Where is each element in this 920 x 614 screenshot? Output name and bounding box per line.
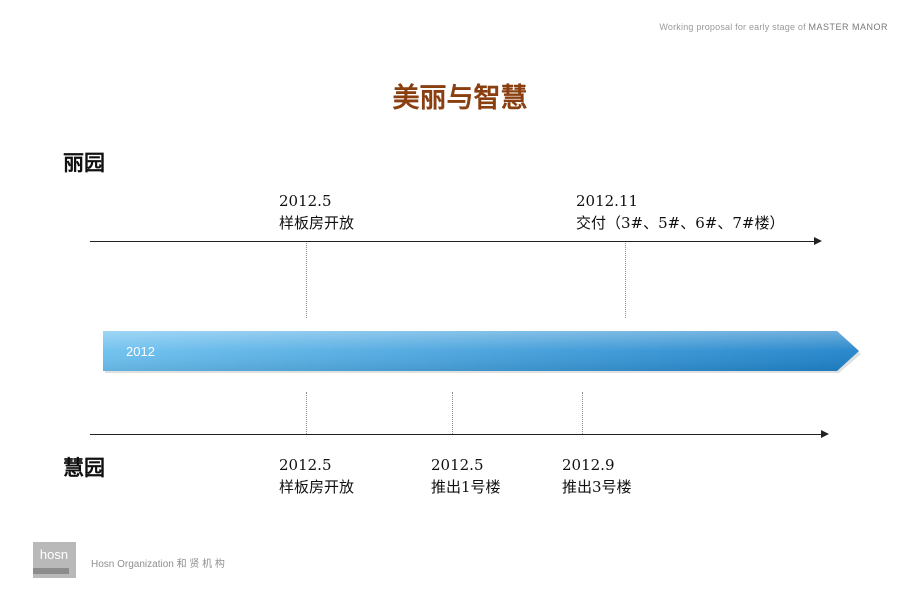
huiyuan-event-1: 2012.5 样板房开放 (279, 454, 354, 498)
year-bar (103, 331, 861, 374)
huiyuan-tick-2 (452, 392, 453, 434)
liyuan-timeline-axis (90, 241, 815, 242)
liyuan-label: 丽园 (63, 151, 105, 175)
huiyuan-timeline-axis (90, 434, 822, 435)
logo-text: hosn (40, 547, 68, 562)
event-text: 推出1号楼 (431, 478, 501, 496)
arrow-right-icon (821, 430, 829, 438)
huiyuan-tick-3 (582, 392, 583, 434)
page-title: 美丽与智慧 (392, 83, 528, 114)
footer-text: Hosn Organization 和 贤 机 构 (91, 559, 225, 570)
liyuan-event-1: 2012.5 样板房开放 (279, 190, 354, 234)
event-text: 交付（3#、5#、6#、7#楼） (576, 214, 785, 232)
hosn-logo: hosn (33, 542, 76, 578)
event-date: 2012.5 (279, 456, 332, 474)
event-date: 2012.9 (562, 456, 615, 474)
liyuan-event-2: 2012.11 交付（3#、5#、6#、7#楼） (576, 190, 784, 234)
liyuan-tick-1 (306, 243, 307, 318)
year-bar-shape (103, 331, 861, 373)
header-note-text: Working proposal for early stage of (659, 22, 806, 32)
huiyuan-event-2: 2012.5 推出1号楼 (431, 454, 501, 498)
huiyuan-tick-1 (306, 392, 307, 434)
header-brand: MASTER MANOR (808, 22, 888, 32)
header-note: Working proposal for early stage of MAST… (659, 22, 888, 32)
event-text: 样板房开放 (279, 214, 355, 232)
liyuan-tick-2 (625, 243, 626, 318)
event-text: 推出3号楼 (562, 478, 632, 496)
event-date: 2012.11 (576, 192, 639, 210)
event-text: 样板房开放 (279, 478, 355, 496)
huiyuan-label: 慧园 (63, 456, 105, 480)
event-date: 2012.5 (279, 192, 332, 210)
event-date: 2012.5 (431, 456, 484, 474)
arrow-right-icon (814, 237, 822, 245)
huiyuan-event-3: 2012.9 推出3号楼 (562, 454, 632, 498)
year-label: 2012 (126, 344, 155, 359)
